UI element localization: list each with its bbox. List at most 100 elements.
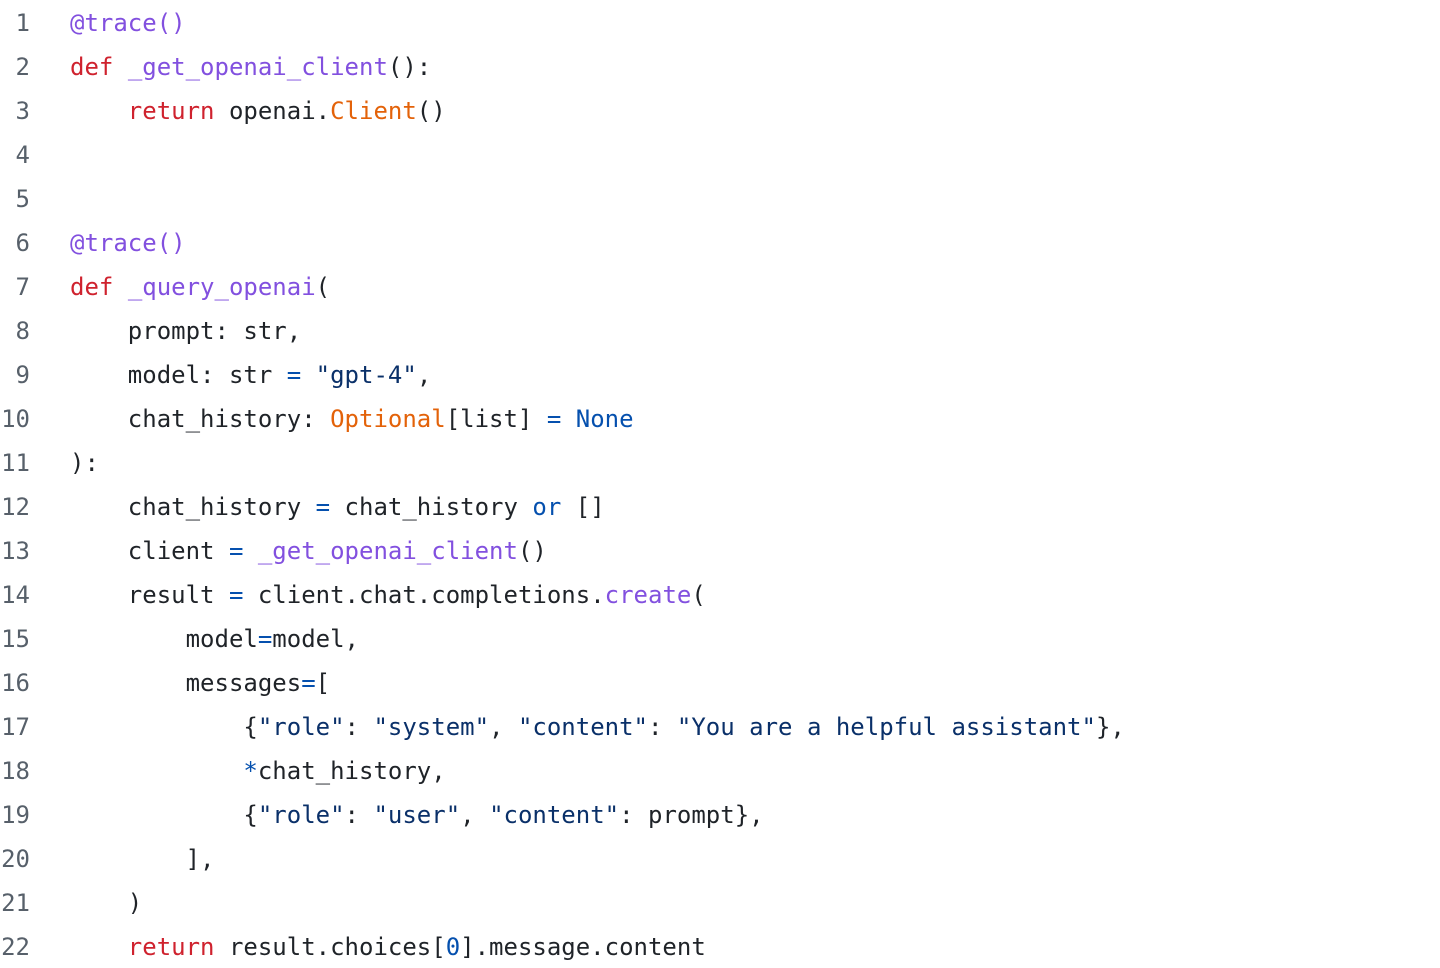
code-line: 6 @trace()	[0, 221, 1440, 265]
line-content: ],	[186, 837, 215, 881]
code-token	[113, 53, 127, 81]
line-content: @trace()	[70, 221, 186, 265]
code-token: ].message.content	[460, 933, 706, 961]
code-token: ()	[416, 97, 446, 125]
code-token: =	[257, 625, 273, 653]
code-token: "user"	[373, 801, 461, 829]
code-line: 4	[0, 133, 1440, 177]
line-number: 9	[15, 361, 30, 389]
code-token: chat_history:	[127, 405, 331, 433]
code-token: []	[561, 493, 605, 521]
code-token: @trace()	[70, 9, 186, 37]
code-token: _get_openai_client	[127, 53, 388, 81]
line-number: 4	[15, 141, 30, 169]
line-content: messages=[	[186, 661, 331, 705]
code-token: ():	[387, 53, 432, 81]
line-content: model: str = "gpt-4",	[128, 353, 431, 397]
code-line: 21)	[0, 881, 1440, 925]
code-token: =	[228, 537, 244, 565]
line-number: 10	[1, 405, 30, 433]
code-line: 20],	[0, 837, 1440, 881]
line-number: 15	[1, 625, 30, 653]
line-content: *chat_history,	[243, 749, 445, 793]
line-content: return result.choices[0].message.content	[128, 925, 706, 968]
code-token: ,	[416, 361, 432, 389]
line-number: 1	[15, 9, 30, 37]
code-token: :	[344, 801, 374, 829]
code-line: 14 result = client.chat.completions.creat…	[0, 573, 1440, 617]
code-token: client.chat.completions.	[243, 581, 605, 609]
code-token: openai.	[214, 97, 331, 125]
code-token	[243, 537, 257, 565]
code-token: messages	[185, 669, 302, 697]
code-token: create	[604, 581, 692, 609]
line-content: def _query_openai(	[70, 265, 330, 309]
code-token: Optional	[330, 405, 446, 433]
code-token: def	[70, 273, 114, 301]
code-line: 5	[0, 177, 1440, 221]
code-token: prompt: str,	[127, 317, 302, 345]
code-line: 17{"role": "system", "content": "You are…	[0, 705, 1440, 749]
line-content: chat_history = chat_history or []	[128, 485, 605, 529]
code-token: "content"	[489, 801, 620, 829]
code-token: =	[228, 581, 244, 609]
line-content: client = _get_openai_client()	[128, 529, 547, 573]
line-number: 21	[1, 889, 30, 917]
line-content: )	[128, 881, 142, 925]
code-token: chat_history	[127, 493, 316, 521]
line-number: 7	[15, 273, 30, 301]
code-token: =	[546, 405, 562, 433]
code-token: "gpt-4"	[315, 361, 417, 389]
code-token: : prompt},	[619, 801, 764, 829]
code-token: "role"	[257, 713, 345, 741]
code-token: *	[243, 757, 258, 785]
code-token: _query_openai	[127, 273, 316, 301]
line-number: 22	[1, 933, 30, 961]
code-token: [	[315, 669, 331, 697]
code-token: model,	[272, 625, 359, 653]
code-token: :	[648, 713, 677, 741]
code-token: ],	[185, 845, 215, 873]
line-number: 19	[1, 801, 30, 829]
code-line: 7 def _query_openai(	[0, 265, 1440, 309]
code-token: def	[70, 53, 114, 81]
code-token: "role"	[257, 801, 345, 829]
code-token: =	[286, 361, 302, 389]
line-content: prompt: str,	[128, 309, 301, 353]
code-line: 1 @trace()	[0, 1, 1440, 45]
code-token: return	[127, 933, 215, 961]
code-token	[561, 405, 575, 433]
code-line: 12 chat_history = chat_history or []	[0, 485, 1440, 529]
code-token: return	[127, 97, 215, 125]
code-token: },	[1095, 713, 1125, 741]
code-line: 13 client = _get_openai_client()	[0, 529, 1440, 573]
code-token: :	[344, 713, 374, 741]
line-number: 18	[1, 757, 30, 785]
line-number: 3	[15, 97, 30, 125]
code-token: "system"	[373, 713, 490, 741]
line-content: {"role": "system", "content": "You are a…	[243, 705, 1124, 749]
code-token: chat_history,	[257, 757, 446, 785]
code-token: {	[243, 713, 258, 741]
code-token: model: str	[127, 361, 287, 389]
line-number: 6	[15, 229, 30, 257]
line-content: @trace()	[70, 1, 186, 45]
code-token: )	[127, 889, 143, 917]
code-line: 19{"role": "user", "content": prompt},	[0, 793, 1440, 837]
code-token: 0	[445, 933, 461, 961]
code-token	[113, 273, 127, 301]
line-number: 12	[1, 493, 30, 521]
code-token: =	[301, 669, 316, 697]
code-token: _get_openai_client	[257, 537, 518, 565]
code-token: chat_history	[330, 493, 533, 521]
code-token: ,	[489, 713, 518, 741]
code-line: 11):	[0, 441, 1440, 485]
line-number: 14	[1, 581, 30, 609]
line-number: 13	[1, 537, 30, 565]
line-number: 16	[1, 669, 30, 697]
line-content: result = client.chat.completions.create(	[128, 573, 706, 617]
line-content: def _get_openai_client():	[70, 45, 431, 89]
line-number: 8	[15, 317, 30, 345]
